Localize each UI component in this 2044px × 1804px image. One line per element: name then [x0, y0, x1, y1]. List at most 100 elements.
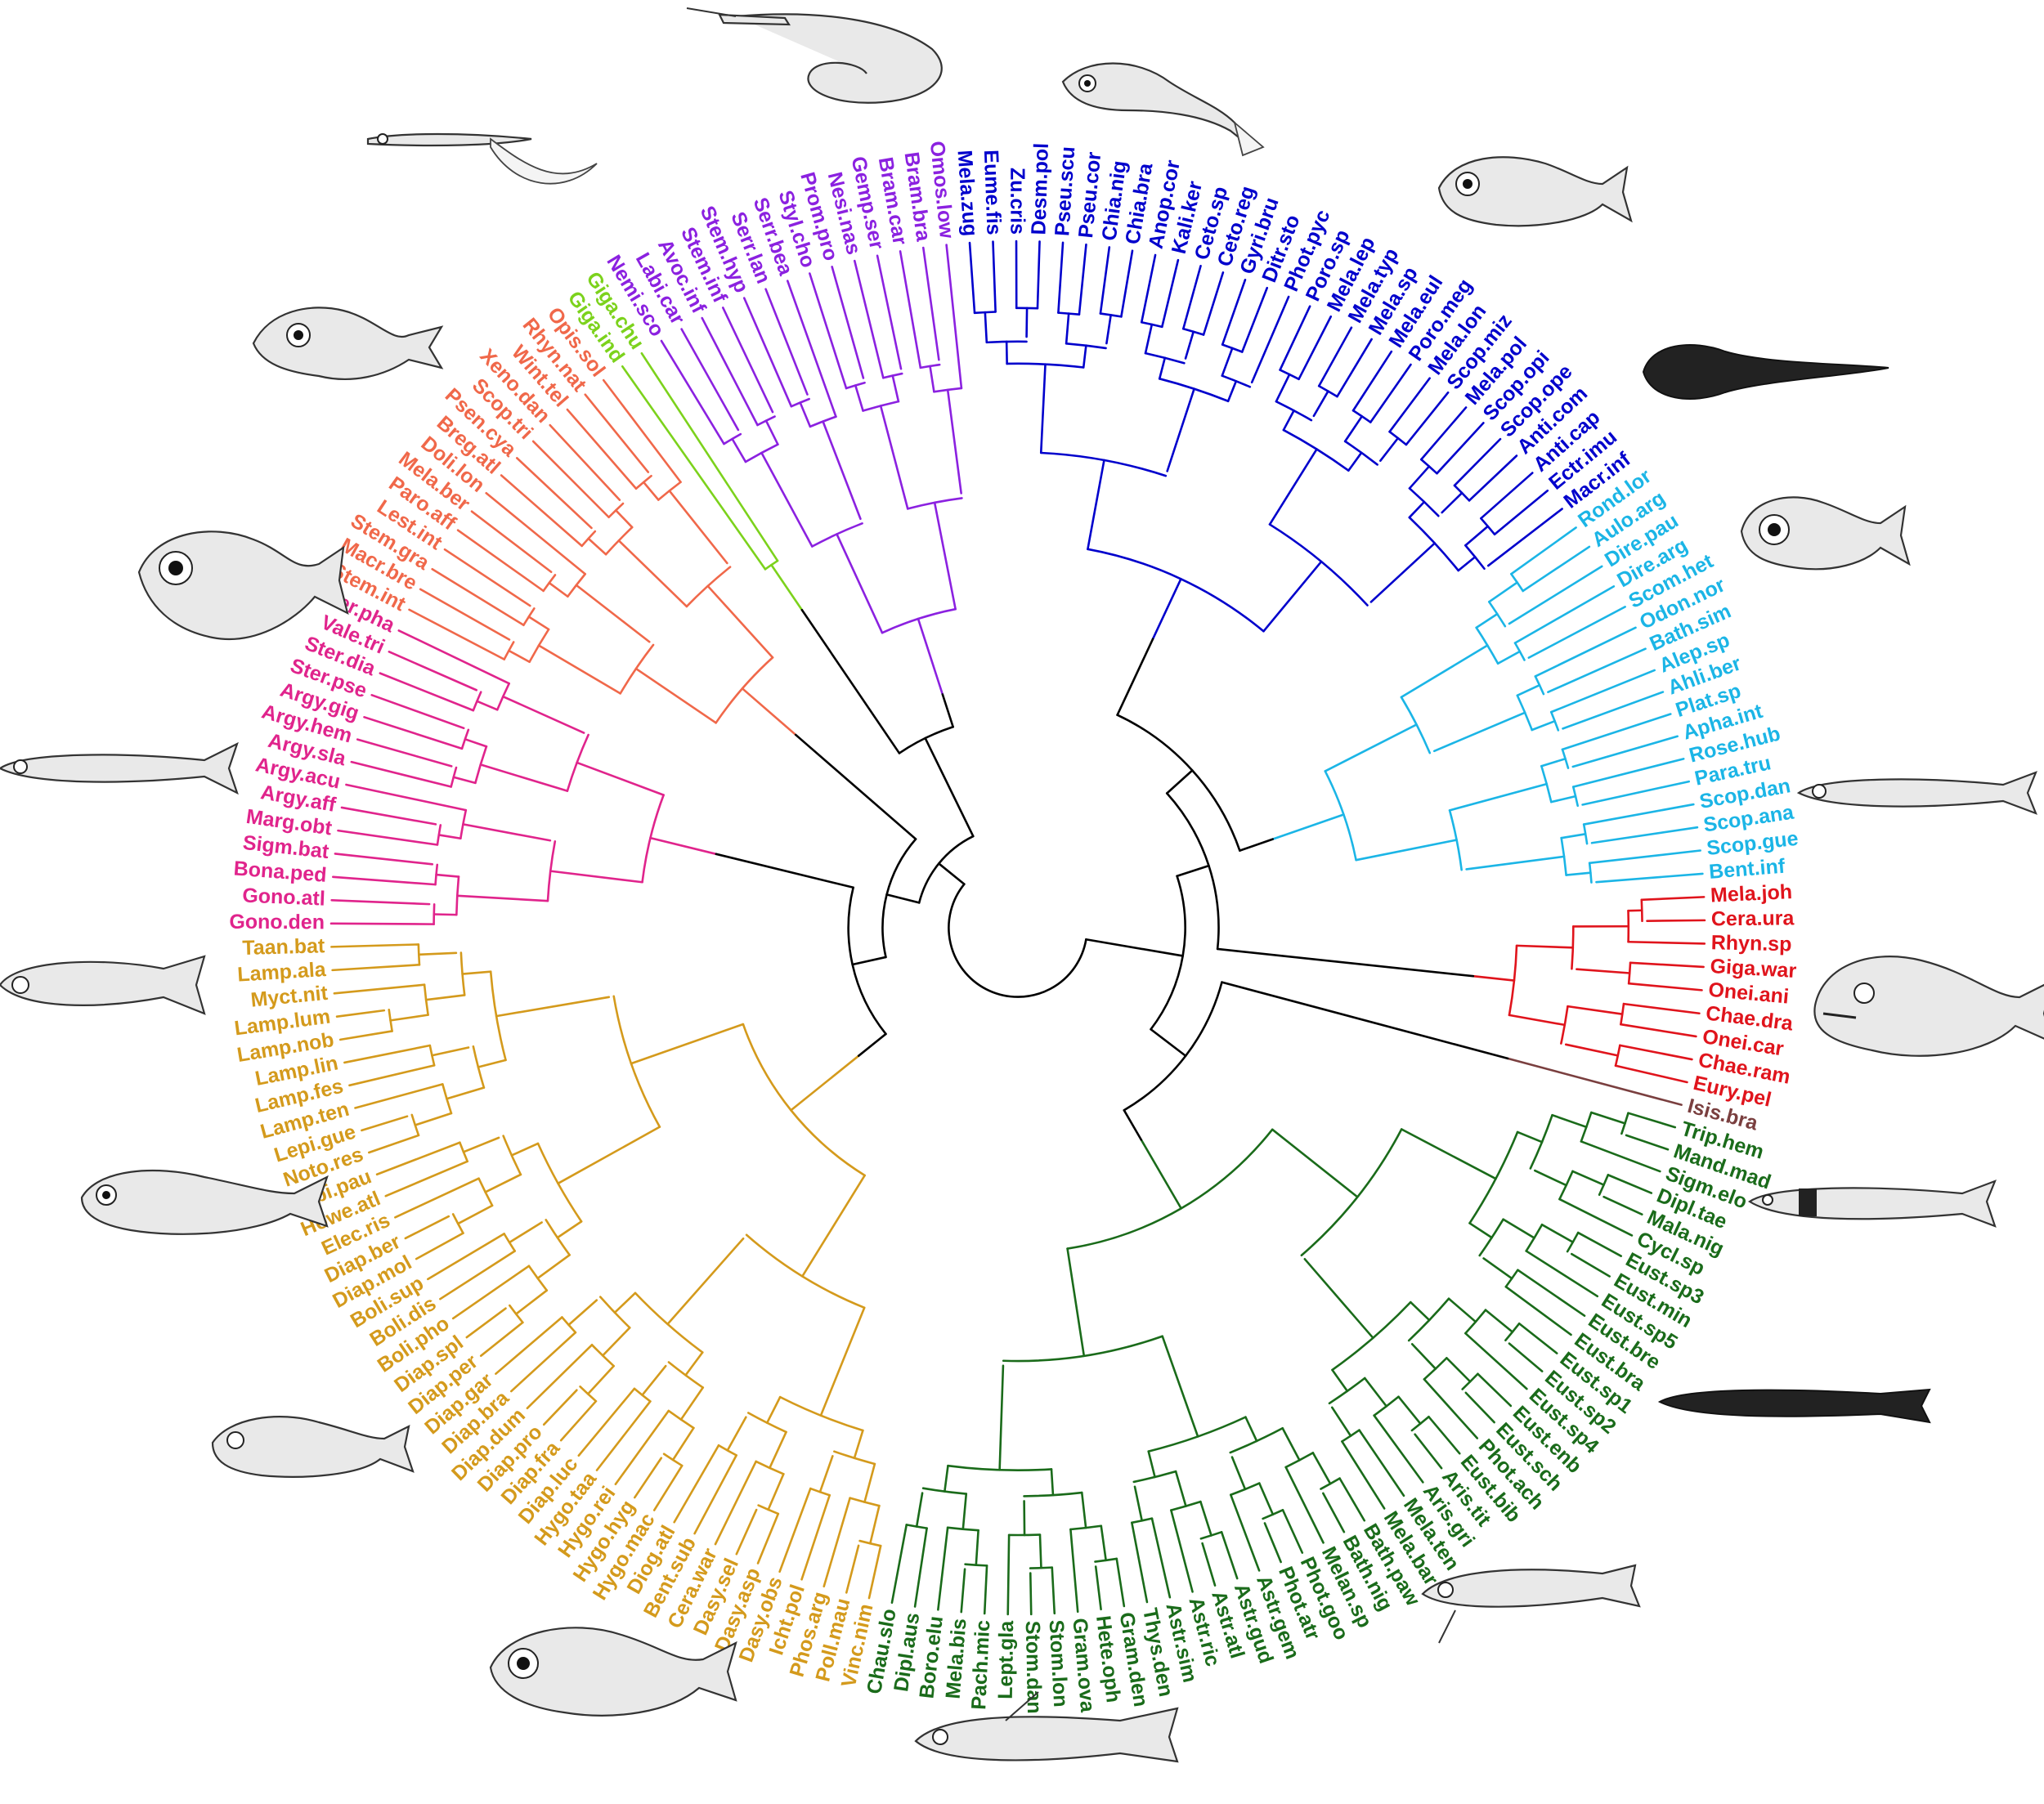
- branch-segment: [937, 1526, 949, 1611]
- branch-segment: [721, 307, 774, 414]
- hatchetfish-icon: [489, 1627, 737, 1717]
- branch-segment: [867, 1544, 882, 1600]
- branch-segment: [1493, 489, 1549, 536]
- branch-segment: [1576, 968, 1631, 974]
- bristlemouth-icon: [1657, 1388, 1931, 1424]
- branch-segment: [760, 451, 814, 548]
- branch-segment: [356, 738, 453, 768]
- branch-segment: [679, 1386, 705, 1421]
- branch-segment: [735, 1508, 758, 1556]
- branch-segment: [1400, 1128, 1497, 1180]
- branch-segment: [1066, 1247, 1086, 1358]
- branch-segment: [1640, 896, 1706, 902]
- branch-segment: [514, 1289, 549, 1315]
- branch-segment: [1477, 1372, 1513, 1408]
- lanternfish-icon: [80, 1169, 329, 1235]
- branch-segment: [1268, 448, 1318, 526]
- branch-segment: [1595, 872, 1704, 884]
- branch-segment: [706, 584, 774, 659]
- branch-segment: [941, 693, 954, 728]
- branch-segment: [1271, 813, 1345, 840]
- branch-segment: [1239, 838, 1275, 852]
- branch-segment: [1115, 1557, 1126, 1608]
- branch-segment: [1464, 1391, 1495, 1424]
- branch-segment: [1516, 683, 1541, 697]
- branch-segment: [587, 537, 607, 556]
- branch-segment: [1436, 422, 1485, 475]
- branch-segment: [417, 951, 458, 956]
- tip-label: Zu.cris: [1006, 168, 1029, 235]
- branch-segment: [1614, 1064, 1688, 1084]
- branch-segment: [542, 1389, 578, 1426]
- branch-segment: [1161, 1335, 1199, 1438]
- branch-segment: [937, 862, 966, 885]
- branch-segment: [577, 1387, 636, 1457]
- branch-segment: [332, 875, 437, 886]
- branch-segment: [1564, 1043, 1620, 1057]
- branch-segment: [851, 956, 887, 966]
- branch-segment: [890, 1524, 908, 1605]
- branch-segment: [1625, 1134, 1670, 1151]
- branch-segment: [1627, 1112, 1677, 1129]
- branch-segment: [1646, 919, 1706, 922]
- branch-segment: [1116, 638, 1154, 717]
- branch-segment: [869, 1504, 881, 1545]
- lanternfish-icon: [1437, 156, 1633, 227]
- branch-segment: [660, 339, 725, 445]
- branch-segment: [1078, 243, 1087, 316]
- branch-segment: [595, 1400, 652, 1471]
- branch-segment: [331, 963, 421, 972]
- branch-segment: [1576, 1231, 1623, 1257]
- branch-segment: [1531, 719, 1556, 732]
- branch-segment: [944, 1464, 949, 1493]
- branch-arc: [948, 883, 1087, 998]
- branch-segment: [1341, 1440, 1386, 1510]
- branch-segment: [389, 1014, 429, 1022]
- branch-segment: [1508, 1014, 1567, 1027]
- branch-segment: [1263, 1522, 1282, 1564]
- branch-segment: [668, 490, 728, 565]
- branch-segment: [891, 374, 900, 403]
- branch-segment: [1453, 437, 1502, 487]
- branch-segment: [1472, 974, 1516, 982]
- branch-segment: [715, 853, 854, 889]
- branch-segment: [549, 423, 621, 501]
- branch-segment: [794, 733, 917, 840]
- branch-segment: [586, 1364, 615, 1395]
- branch-segment: [1363, 1377, 1388, 1408]
- branch-segment: [370, 694, 465, 730]
- branch-segment: [1029, 1572, 1033, 1616]
- branch-segment: [673, 1444, 720, 1524]
- branch-segment: [439, 1250, 516, 1300]
- anglerfish-icon: [1813, 956, 2044, 1057]
- branch-segment: [1220, 1531, 1239, 1580]
- branch-segment: [394, 1177, 480, 1219]
- branch-segment: [1629, 961, 1705, 969]
- branch-segment: [731, 437, 747, 463]
- branch-segment: [975, 1529, 979, 1566]
- branch-segment: [1607, 1174, 1653, 1194]
- clade-4: [890, 1111, 1677, 1616]
- branch-segment: [854, 384, 864, 412]
- tree-branches: [329, 239, 1706, 1616]
- branch-segment: [1303, 1258, 1374, 1340]
- branch-segment: [876, 254, 903, 370]
- branch-segment: [1355, 839, 1458, 862]
- branch-segment: [556, 1220, 583, 1239]
- branch-segment: [1166, 387, 1195, 472]
- branch-segment: [1282, 409, 1295, 432]
- clade-3: [1506, 1057, 1683, 1106]
- branch-segment: [1343, 415, 1364, 443]
- branch-segment: [885, 893, 921, 904]
- branch-segment: [1408, 500, 1426, 519]
- branch-segment: [1388, 377, 1431, 433]
- branch-segment: [1281, 1509, 1304, 1554]
- clade-2: [1472, 896, 1706, 1084]
- branch-segment: [1230, 1456, 1247, 1491]
- branch-segment: [945, 244, 963, 390]
- branch-segment: [509, 1331, 577, 1393]
- branch-segment: [652, 1464, 684, 1511]
- branch-segment: [961, 1493, 968, 1531]
- tip-label: Giga.war: [1710, 955, 1797, 983]
- branch-segment: [1486, 508, 1563, 567]
